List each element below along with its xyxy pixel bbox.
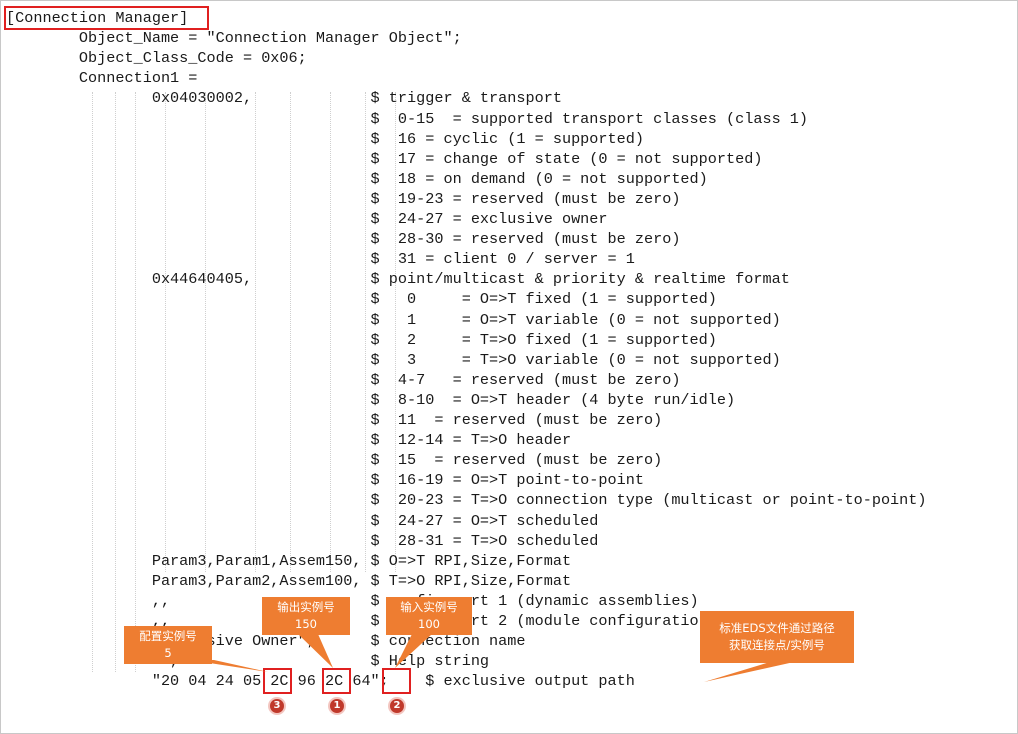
code-line: $ 24-27 = O=>T scheduled (6, 511, 599, 530)
section-header-highlight (4, 6, 209, 30)
code-line: $ 18 = on demand (0 = not supported) (6, 169, 708, 188)
badge-3: 3 (268, 697, 286, 715)
code-line: ,, $ config part 1 (dynamic assemblies) (6, 591, 699, 610)
code-line: $ 2 = T=>O fixed (1 = supported) (6, 330, 717, 349)
eds-note-label: 标准EDS文件通过路径 获取连接点/实例号 (719, 621, 835, 652)
code-line: $ 17 = change of state (0 = not supporte… (6, 149, 763, 168)
output-instance-label: 输出实例号 150 (277, 600, 335, 631)
code-line: $ 19-23 = reserved (must be zero) (6, 189, 681, 208)
code-line: $ 16-19 = O=>T point-to-point (6, 471, 644, 490)
eds-note-callout: 标准EDS文件通过路径 获取连接点/实例号 (700, 611, 854, 663)
input-instance-highlight (382, 668, 411, 694)
code-line: "20 04 24 05 2C 96 2C 64"; $ exclusive o… (6, 672, 635, 691)
code-line: Param3,Param1,Assem150, $ O=>T RPI,Size,… (6, 551, 572, 570)
output-instance-highlight (322, 668, 351, 694)
config-instance-label: 配置实例号 5 (139, 629, 197, 660)
code-line: $ 15 = reserved (must be zero) (6, 451, 663, 470)
code-line: $ 31 = client 0 / server = 1 (6, 250, 635, 269)
code-line: $ 16 = cyclic (1 = supported) (6, 129, 644, 148)
config-instance-highlight (263, 668, 292, 694)
badge-1: 1 (328, 697, 346, 715)
code-line: $ 0 = O=>T fixed (1 = supported) (6, 290, 717, 309)
code-line: $ 28-30 = reserved (must be zero) (6, 230, 681, 249)
input-instance-callout: 输入实例号 100 (386, 597, 472, 635)
config-instance-callout: 配置实例号 5 (124, 626, 212, 664)
code-line: Connection1 = (6, 69, 198, 88)
code-line: [Connection Manager] (6, 9, 189, 27)
code-line: Object_Class_Code = 0x06; (6, 49, 307, 68)
code-line: $ 0-15 = supported transport classes (cl… (6, 109, 809, 128)
code-line: Param3,Param2,Assem100, $ T=>O RPI,Size,… (6, 571, 572, 590)
code-line: $ 1 = O=>T variable (0 = not supported) (6, 310, 781, 329)
code-line: $ 24-27 = exclusive owner (6, 210, 608, 228)
code-line: 0x44640405, $ point/multicast & priority… (6, 270, 790, 289)
code-line: $ 20-23 = T=>O connection type (multicas… (6, 491, 927, 510)
code-line: 0x04030002, $ trigger & transport (6, 89, 562, 108)
code-line: $ 3 = T=>O variable (0 = not supported) (6, 350, 781, 369)
output-instance-callout: 输出实例号 150 (262, 597, 350, 635)
code-line: Object_Name = "Connection Manager Object… (6, 29, 462, 48)
code-line: $ 28-31 = T=>O scheduled (6, 531, 599, 550)
code-line: $ 8-10 = O=>T header (4 byte run/idle) (6, 390, 736, 409)
code-line: $ 11 = reserved (must be zero) (6, 411, 663, 429)
input-instance-label: 输入实例号 100 (400, 600, 458, 631)
badge-2: 2 (388, 697, 406, 715)
code-line: $ 12-14 = T=>O header (6, 431, 572, 450)
code-line: $ 4-7 = reserved (must be zero) (6, 370, 681, 389)
